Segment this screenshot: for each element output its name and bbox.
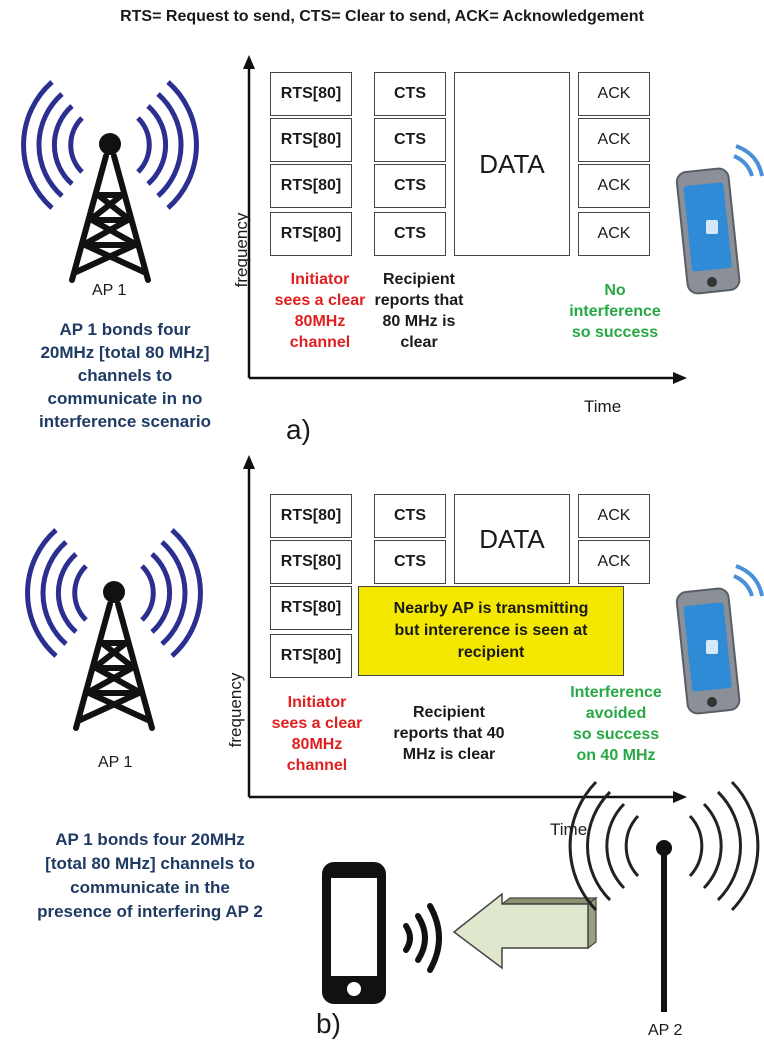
rts-box: RTS[80]: [270, 212, 352, 256]
result-caption-a: No interference so success: [569, 282, 661, 341]
signal-waves-icon: [403, 903, 442, 973]
ack-box: ACK: [578, 212, 650, 256]
smartphone-icon: [675, 144, 764, 295]
arrow-icon: [452, 892, 598, 970]
ack-box: ACK: [578, 494, 650, 538]
data-box: DATA: [454, 72, 570, 256]
rts-box: RTS[80]: [270, 164, 352, 208]
result-caption-b: Interference avoided so success on 40 MH…: [570, 684, 662, 764]
rts-box: RTS[80]: [270, 494, 352, 538]
cts-box: CTS: [374, 494, 446, 538]
data-box: DATA: [454, 494, 570, 584]
rts-box: RTS[80]: [270, 540, 352, 584]
mobile-phone-icon: [322, 862, 386, 1004]
initiator-caption-b: Initiator sees a clear 80MHz channel: [271, 694, 363, 774]
interference-box: Nearby AP is transmitting but intererenc…: [358, 586, 624, 676]
rts-box: RTS[80]: [270, 118, 352, 162]
cts-box: CTS: [374, 540, 446, 584]
rts-box: RTS[80]: [270, 634, 352, 678]
antenna-icon: [568, 780, 760, 1012]
rts-box: RTS[80]: [270, 72, 352, 116]
rts-box: RTS[80]: [270, 586, 352, 630]
ap1-label-b: AP 1: [98, 754, 133, 771]
cts-box: CTS: [374, 72, 446, 116]
cts-box: CTS: [374, 118, 446, 162]
y-axis-label-b: frequency: [226, 672, 245, 748]
cts-box: CTS: [374, 212, 446, 256]
x-axis-label-b: Time: [550, 820, 588, 839]
description-a: AP 1 bonds four 20MHz [total 80 MHz] cha…: [39, 320, 211, 431]
ack-box: ACK: [578, 164, 650, 208]
smartphone-icon: [675, 564, 764, 715]
recipient-caption-a: Recipient reports that 80 MHz is clear: [374, 271, 464, 351]
recipient-caption-b: Recipient reports that 40 MHz is clear: [393, 704, 505, 763]
ack-box: ACK: [578, 72, 650, 116]
description-b: AP 1 bonds four 20MHz [total 80 MHz] cha…: [37, 830, 263, 921]
ack-box: ACK: [578, 540, 650, 584]
axes-a: [243, 55, 687, 384]
x-axis-label-a: Time: [584, 397, 622, 416]
y-axis-label-a: frequency: [232, 212, 251, 288]
ap1-label-a: AP 1: [92, 282, 127, 299]
tower-icon: [21, 80, 199, 283]
ack-box: ACK: [578, 118, 650, 162]
legend: RTS= Request to send, CTS= Clear to send…: [120, 8, 644, 25]
cts-box: CTS: [374, 164, 446, 208]
panel-label-b: b): [316, 1008, 341, 1039]
initiator-caption-a: Initiator sees a clear 80MHz channel: [274, 271, 366, 351]
ap2-label: AP 2: [648, 1022, 683, 1039]
panel-label-a: a): [286, 414, 311, 445]
tower-icon: [25, 528, 203, 731]
